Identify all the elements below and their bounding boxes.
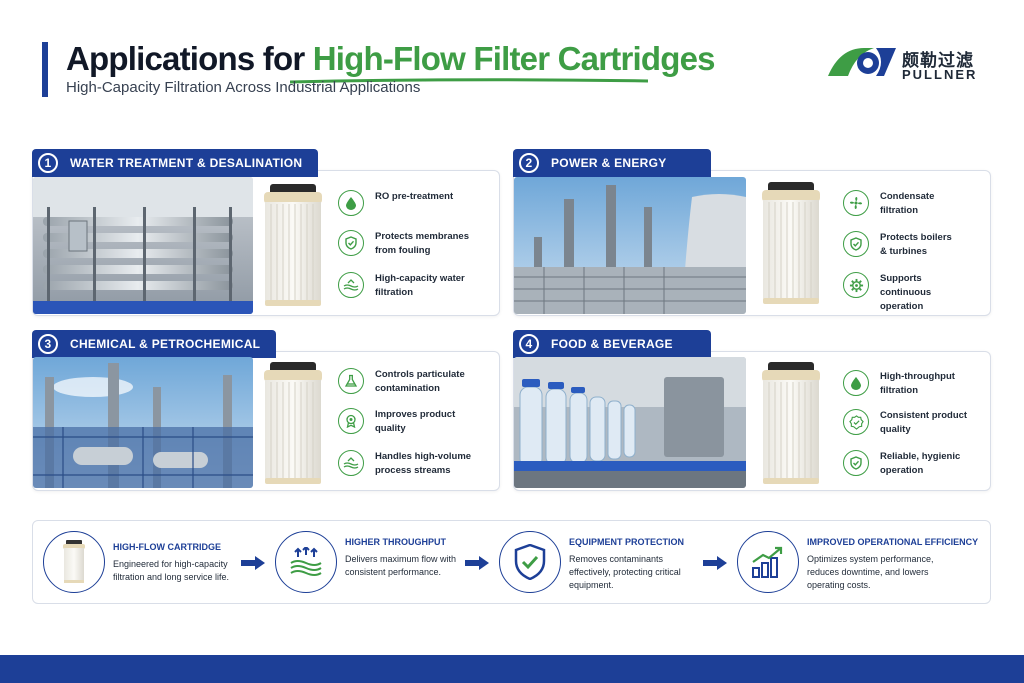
flow-title: EQUIPMENT PROTECTION — [569, 537, 685, 547]
section-tab-water: 1 WATER TREATMENT & DESALINATION — [32, 149, 318, 177]
feature-item: Protects boilers & turbines — [843, 231, 960, 259]
water-drop-icon — [338, 190, 364, 216]
title-accent-bar — [42, 42, 48, 97]
section-title: POWER & ENERGY — [551, 156, 667, 170]
growth-chart-icon — [737, 531, 799, 593]
section-number: 3 — [38, 334, 58, 354]
shield-check-icon — [843, 231, 869, 257]
feature-item: High-capacity water filtration — [338, 272, 485, 300]
feature-item: Supports continuous operation — [843, 272, 950, 314]
feature-item: Consistent product quality — [843, 409, 980, 437]
page-title: Applications for High-Flow Filter Cartri… — [66, 40, 715, 78]
title-underline — [290, 78, 648, 84]
arrow-right-icon — [703, 556, 727, 570]
quality-seal-icon — [843, 409, 869, 435]
filter-cartridge-image — [762, 362, 820, 484]
section-title: FOOD & BEVERAGE — [551, 337, 673, 351]
chemical-plant-photo — [33, 357, 253, 488]
fan-icon — [843, 190, 869, 216]
feature-text: Protects boilers & turbines — [880, 232, 952, 257]
gear-icon — [843, 272, 869, 298]
feature-text: Protects membranes from fouling — [375, 231, 469, 256]
shield-check-icon — [843, 450, 869, 476]
benefits-flow-panel: HIGH-FLOW CARTRIDGE Engineered for high-… — [32, 520, 991, 604]
feature-text: Condensate filtration — [880, 191, 935, 216]
feature-item: High-throughput filtration — [843, 370, 970, 398]
flow-waves-icon — [275, 531, 337, 593]
flow-desc: Engineered for high-capacity filtration … — [113, 559, 230, 582]
cartridge-icon — [43, 531, 105, 593]
feature-text: Controls particulate contamination — [375, 369, 465, 394]
feature-item: Handles high-volume process streams — [338, 450, 485, 478]
section-tab-food: 4 FOOD & BEVERAGE — [513, 330, 711, 358]
flow-title: HIGHER THROUGHPUT — [345, 537, 446, 547]
filter-cartridge-image — [264, 184, 322, 306]
section-title: WATER TREATMENT & DESALINATION — [70, 156, 303, 170]
section-number: 4 — [519, 334, 539, 354]
flow-title: HIGH-FLOW CARTRIDGE — [113, 542, 221, 552]
shield-check-icon — [499, 531, 561, 593]
feature-item: Condensate filtration — [843, 190, 956, 218]
feature-text: Consistent product quality — [880, 410, 968, 435]
award-badge-icon — [338, 408, 364, 434]
logo-chinese-name: 颇勒过滤 — [902, 51, 974, 70]
arrow-right-icon — [241, 556, 265, 570]
pullner-logo-icon — [828, 48, 896, 76]
section-tab-power: 2 POWER & ENERGY — [513, 149, 711, 177]
section-title: CHEMICAL & PETROCHEMICAL — [70, 337, 261, 351]
flow-title: IMPROVED OPERATIONAL EFFICIENCY — [807, 537, 979, 547]
flow-desc: Optimizes system performance, reduces do… — [807, 554, 934, 590]
flow-desc: Removes contaminants effectively, protec… — [569, 554, 681, 590]
section-number: 1 — [38, 153, 58, 173]
section-number: 2 — [519, 153, 539, 173]
page-subtitle: High-Capacity Filtration Across Industri… — [66, 79, 421, 96]
feature-text: Reliable, hygienic operation — [880, 451, 961, 476]
feature-text: RO pre-treatment — [375, 191, 454, 202]
feature-item: Controls particulate contamination — [338, 368, 475, 396]
filter-cartridge-image — [762, 182, 820, 304]
power-plant-photo — [514, 177, 746, 314]
feature-text: Handles high-volume process streams — [375, 451, 472, 476]
bottling-line-photo — [514, 357, 746, 488]
title-accent: High-Flow Filter Cartridges — [312, 40, 716, 77]
feature-item: Improves product quality — [338, 408, 465, 436]
feature-item: Protects membranes from fouling — [338, 230, 485, 258]
feature-item: Reliable, hygienic operation — [843, 450, 976, 478]
feature-text: High-capacity water filtration — [375, 273, 465, 298]
filter-cartridge-image — [264, 362, 322, 484]
feature-item: RO pre-treatment — [338, 190, 485, 216]
water-waves-icon — [338, 450, 364, 476]
feature-text: Supports continuous operation — [880, 273, 932, 312]
water-drop-icon — [843, 370, 869, 396]
logo-english-name: PULLNER — [902, 67, 978, 82]
water-treatment-photo — [33, 177, 253, 314]
section-tab-chemical: 3 CHEMICAL & PETROCHEMICAL — [32, 330, 276, 358]
feature-text: High-throughput filtration — [880, 371, 955, 396]
flow-desc: Delivers maximum flow with consistent pe… — [345, 554, 457, 577]
flask-icon — [338, 368, 364, 394]
water-waves-icon — [338, 272, 364, 298]
feature-text: Improves product quality — [375, 409, 456, 434]
arrow-right-icon — [465, 556, 489, 570]
title-prefix: Applications for — [66, 40, 305, 77]
footer-bar — [0, 655, 1024, 683]
shield-check-icon — [338, 230, 364, 256]
